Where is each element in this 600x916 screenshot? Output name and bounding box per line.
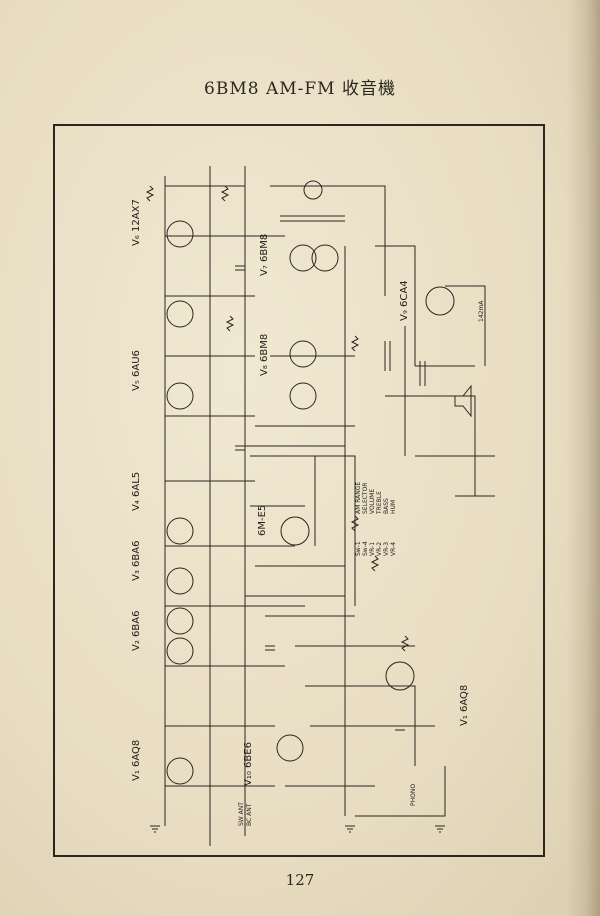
tube-label-v1: V₁ 6AQ8: [131, 740, 142, 781]
tube-label-v9: V₉ 6CA4: [399, 280, 410, 321]
tube-label-v5: V₅ 6AU6: [131, 350, 142, 391]
legend-name-3: VOLUME: [369, 489, 376, 514]
tube-label-v7: V₇ 6BM8: [259, 234, 270, 276]
legend-name-1: AM RANGE: [355, 482, 362, 514]
label-142ma: 142mA: [478, 300, 485, 322]
schematic-frame: [53, 124, 545, 857]
legend-code-4: VR-2: [376, 542, 383, 556]
tube-label-v4: V₄ 6AL5: [131, 472, 142, 511]
tube-label-v6: V₆ 12AX7: [131, 199, 142, 246]
page-spine-shadow: [566, 0, 600, 916]
legend-code-1: Sw-1: [355, 541, 362, 556]
legend-code-5: VR-3: [383, 542, 390, 556]
legend-code-6: VR-4: [390, 542, 397, 556]
label-phono: PHONO: [410, 784, 417, 806]
legend-name-2: SELECTOR: [362, 483, 369, 514]
tube-label-v2: V₂ 6BA6: [131, 611, 142, 651]
page-number: 127: [285, 871, 315, 889]
tube-label-v8: V₈ 6BM8: [259, 334, 270, 376]
tube-label-v10: V₁₀ 6BE6: [243, 742, 254, 786]
legend-name-4: TREBLE: [376, 491, 383, 515]
legend-code-3: VR-1: [369, 542, 376, 556]
circuit-schematic: V₆ 12AX7 V₅ 6AU6 V₄ 6AL5 V₃ 6BA6 V₂ 6BA6…: [131, 166, 495, 846]
legend-name-5: BASS: [383, 498, 390, 514]
legend-name-6: HUM: [390, 500, 397, 514]
page-title: 6BM8 AM-FM 收音機: [204, 79, 396, 99]
legend-code-2: Sw-4: [362, 541, 369, 556]
tube-label-v1-right: V₁ 6AQ8: [459, 685, 470, 726]
tuning-indicator-label: 6M-E5: [257, 505, 268, 536]
label-sw-ant: SW ANT: [238, 802, 245, 826]
label-bc-ant: BC ANT: [246, 803, 253, 826]
tube-label-v3: V₃ 6BA6: [131, 541, 142, 581]
